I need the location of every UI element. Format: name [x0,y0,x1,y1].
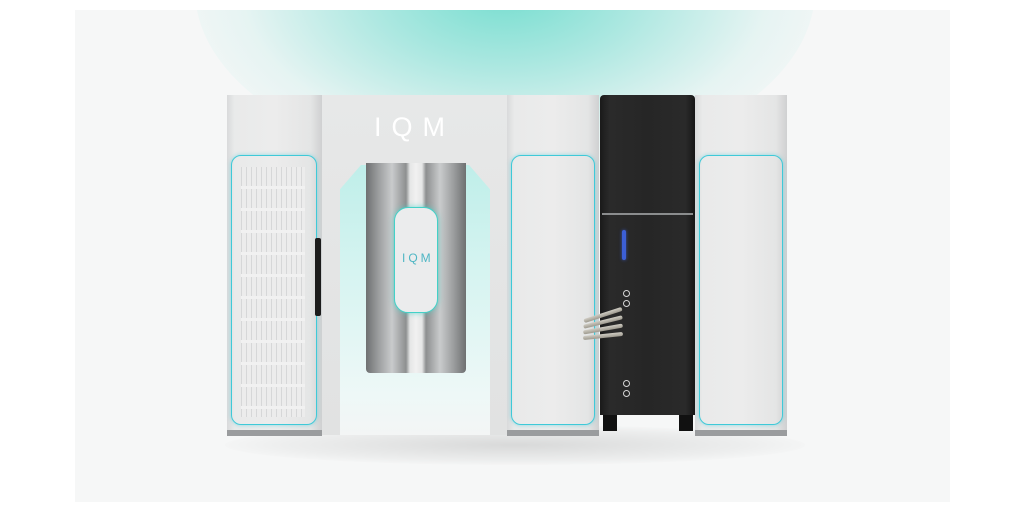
left-cabinet-side-slot [315,238,321,316]
rack-port-1 [623,290,630,297]
right-cabinet [507,95,599,430]
cryostat-logo: IQM [402,251,434,265]
product-render-stage: IQM IQM [75,10,950,502]
rack-port-4 [623,390,630,397]
central-gate: IQM IQM [322,95,507,435]
left-cabinet [227,95,322,430]
rack-divider [602,213,693,215]
rack-door-handle[interactable] [622,230,626,260]
left-cabinet-vent-grille [241,167,305,417]
far-right-cabinet-base [695,430,787,436]
cryostat-window [394,207,438,313]
iqm-logo: IQM [374,112,455,142]
control-rack [600,95,695,415]
rack-port-3 [623,380,630,387]
right-cabinet-panel-outline [511,155,595,425]
far-right-cabinet-panel-outline [699,155,783,425]
rack-port-2 [623,300,630,307]
right-cabinet-base [507,430,599,436]
cryostat: IQM [366,163,466,373]
left-cabinet-base [227,430,322,436]
rack-foot-left [603,415,617,431]
rack-foot-right [679,415,693,431]
far-right-cabinet [695,95,787,430]
